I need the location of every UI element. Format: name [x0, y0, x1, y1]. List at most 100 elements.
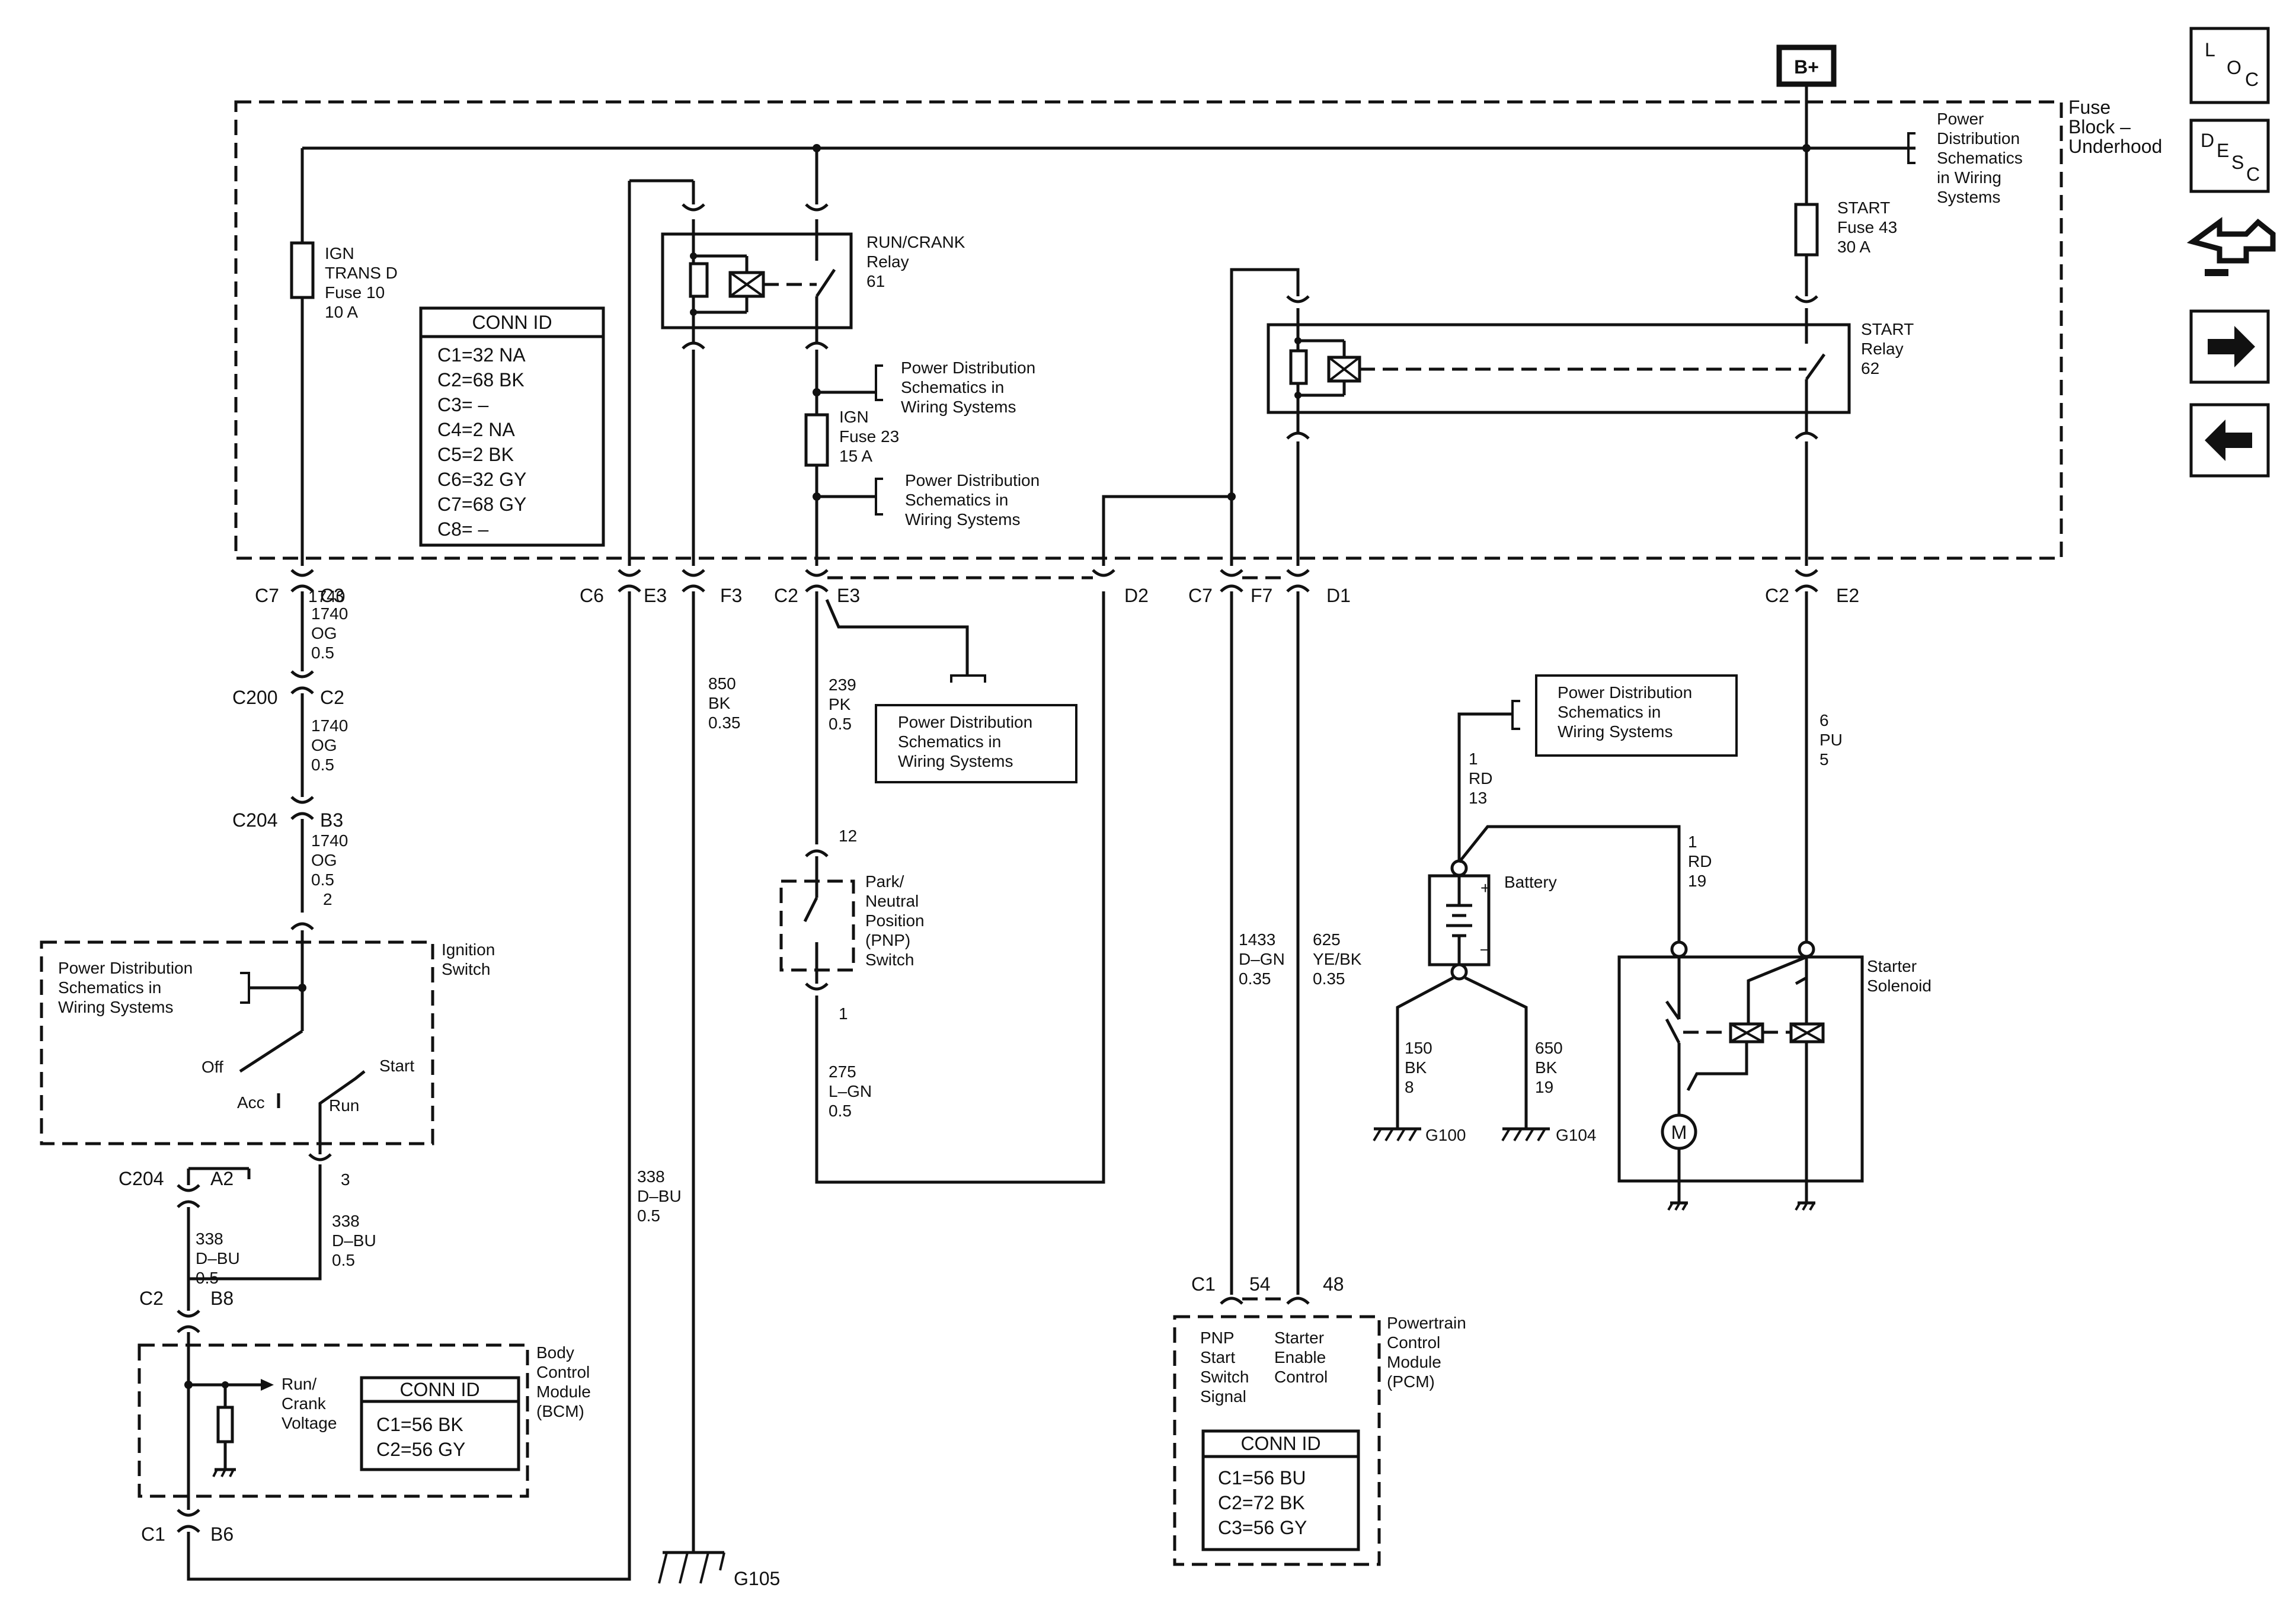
svg-text:Power Distribution: Power Distribution	[905, 471, 1040, 489]
conn-id-pcm: CONN ID C1=56 BU C2=72 BK C3=56 GY	[1201, 1429, 1360, 1551]
svg-text:Power Distribution: Power Distribution	[1558, 683, 1692, 702]
svg-text:Wiring Systems: Wiring Systems	[1558, 722, 1673, 741]
fuse-block-title: Fuse	[2068, 97, 2110, 118]
connector-pinout-icon[interactable]	[2186, 217, 2276, 276]
svg-text:Run/: Run/	[282, 1375, 316, 1393]
run-crank-relay-label: RUN/CRANK Relay 61	[866, 233, 965, 290]
powertrain-control-module	[1173, 1315, 1381, 1566]
svg-text:TRANS D: TRANS D	[325, 264, 398, 282]
svg-text:Wiring Systems: Wiring Systems	[898, 752, 1013, 770]
ignition-off-label: Off	[202, 1058, 223, 1076]
run-crank-relay	[661, 232, 853, 329]
svg-text:G105: G105	[734, 1568, 780, 1589]
ground-g105: G105	[658, 1551, 780, 1589]
svg-text:5: 5	[1819, 750, 1829, 769]
svg-text:1: 1	[1469, 750, 1478, 768]
svg-text:OG: OG	[311, 736, 337, 754]
power-distribution-ref-ignition[interactable]: Power Distribution Schematics in Wiring …	[58, 959, 193, 1016]
svg-text:0.5: 0.5	[311, 870, 334, 889]
svg-text:G104: G104	[1556, 1126, 1597, 1144]
svg-text:D–GN: D–GN	[1239, 950, 1285, 968]
desc-button[interactable]: D E S C	[2189, 119, 2270, 193]
power-distribution-ref-battery[interactable]: Power Distribution Schematics in Wiring …	[1535, 674, 1738, 757]
svg-text:Body: Body	[536, 1343, 574, 1362]
svg-text:Ignition: Ignition	[442, 940, 495, 959]
svg-text:OG: OG	[311, 851, 337, 869]
svg-text:Switch: Switch	[1200, 1368, 1249, 1386]
start-relay	[1267, 323, 1851, 414]
svg-text:L–GN: L–GN	[829, 1082, 872, 1100]
svg-text:Switch: Switch	[442, 960, 490, 978]
svg-text:E3: E3	[644, 585, 667, 606]
svg-text:Enable: Enable	[1274, 1348, 1326, 1366]
svg-text:Wiring Systems: Wiring Systems	[905, 510, 1020, 529]
svg-text:1740: 1740	[311, 716, 348, 735]
fuse-start-43	[1794, 203, 1819, 257]
svg-text:Control: Control	[536, 1363, 590, 1381]
svg-text:0.5: 0.5	[829, 715, 852, 733]
svg-text:C7: C7	[1188, 585, 1213, 606]
svg-text:Fuse 43: Fuse 43	[1837, 218, 1897, 236]
power-distribution-ref-3[interactable]: Power Distribution Schematics in Wiring …	[875, 704, 1077, 783]
svg-text:A2: A2	[210, 1168, 234, 1189]
svg-text:IGN: IGN	[839, 408, 869, 426]
svg-text:C200: C200	[232, 687, 278, 708]
svg-text:1: 1	[839, 1004, 848, 1023]
svg-text:Wiring Systems: Wiring Systems	[901, 398, 1016, 416]
fuse-block-outline	[234, 100, 2063, 560]
ignition-acc-label: Acc	[237, 1093, 265, 1112]
loc-button[interactable]: L O C	[2189, 27, 2270, 104]
ground-g104: G104	[1501, 1126, 1597, 1144]
svg-text:Relay: Relay	[866, 252, 909, 271]
svg-text:(BCM): (BCM)	[536, 1402, 584, 1420]
ignition-run-label: Run	[329, 1096, 359, 1115]
power-distribution-ref-1[interactable]: Power Distribution Schematics in Wiring …	[901, 359, 1035, 416]
svg-text:Wiring Systems: Wiring Systems	[58, 998, 173, 1016]
svg-text:C6: C6	[580, 585, 604, 606]
svg-text:48: 48	[1323, 1273, 1344, 1295]
svg-text:D–BU: D–BU	[196, 1249, 240, 1267]
svg-text:C204: C204	[232, 809, 278, 831]
svg-text:BK: BK	[1535, 1058, 1558, 1077]
svg-text:19: 19	[1688, 872, 1706, 890]
svg-text:30 A: 30 A	[1837, 238, 1870, 256]
ground-g100: G100	[1373, 1126, 1466, 1144]
svg-text:CONN ID: CONN ID	[1240, 1433, 1320, 1454]
svg-text:1740: 1740	[311, 604, 348, 623]
ignition-switch	[40, 940, 434, 1145]
next-page-arrow-icon[interactable]	[2189, 309, 2270, 384]
svg-text:Power: Power	[1937, 110, 1984, 128]
svg-text:8: 8	[1405, 1078, 1414, 1096]
svg-text:Power Distribution: Power Distribution	[898, 713, 1032, 731]
svg-text:54: 54	[1249, 1273, 1271, 1295]
svg-text:3: 3	[341, 1170, 350, 1189]
svg-text:239: 239	[829, 676, 856, 694]
svg-text:D1: D1	[1326, 585, 1351, 606]
svg-text:338: 338	[637, 1167, 665, 1186]
previous-page-arrow-icon[interactable]	[2189, 403, 2270, 478]
svg-text:0.5: 0.5	[311, 756, 334, 774]
svg-text:Module: Module	[1387, 1353, 1441, 1371]
svg-text:IGN: IGN	[325, 244, 354, 263]
svg-text:1433: 1433	[1239, 930, 1275, 949]
svg-text:10 A: 10 A	[325, 303, 358, 321]
starter-motor: M	[1671, 1122, 1687, 1143]
svg-text:C3: C3	[320, 585, 344, 606]
svg-text:PK: PK	[829, 695, 851, 713]
svg-text:C4=2 NA: C4=2 NA	[437, 419, 515, 440]
svg-text:+: +	[1480, 879, 1490, 897]
svg-text:PU: PU	[1819, 731, 1843, 749]
svg-text:O: O	[2227, 57, 2241, 78]
svg-text:G100: G100	[1425, 1126, 1466, 1144]
svg-text:RD: RD	[1688, 852, 1712, 870]
power-distribution-ref-2[interactable]: Power Distribution Schematics in Wiring …	[905, 471, 1040, 529]
svg-text:F3: F3	[720, 585, 742, 606]
svg-text:RD: RD	[1469, 769, 1492, 788]
svg-text:6: 6	[1819, 711, 1829, 729]
svg-text:C2=68 BK: C2=68 BK	[437, 369, 525, 391]
b-plus-label: B+	[1794, 56, 1819, 78]
power-distribution-ref-top[interactable]: Power Distribution Schematics in Wiring …	[1937, 110, 2023, 206]
start-relay-label: START Relay 62	[1861, 320, 1914, 377]
svg-text:C204: C204	[119, 1168, 164, 1189]
